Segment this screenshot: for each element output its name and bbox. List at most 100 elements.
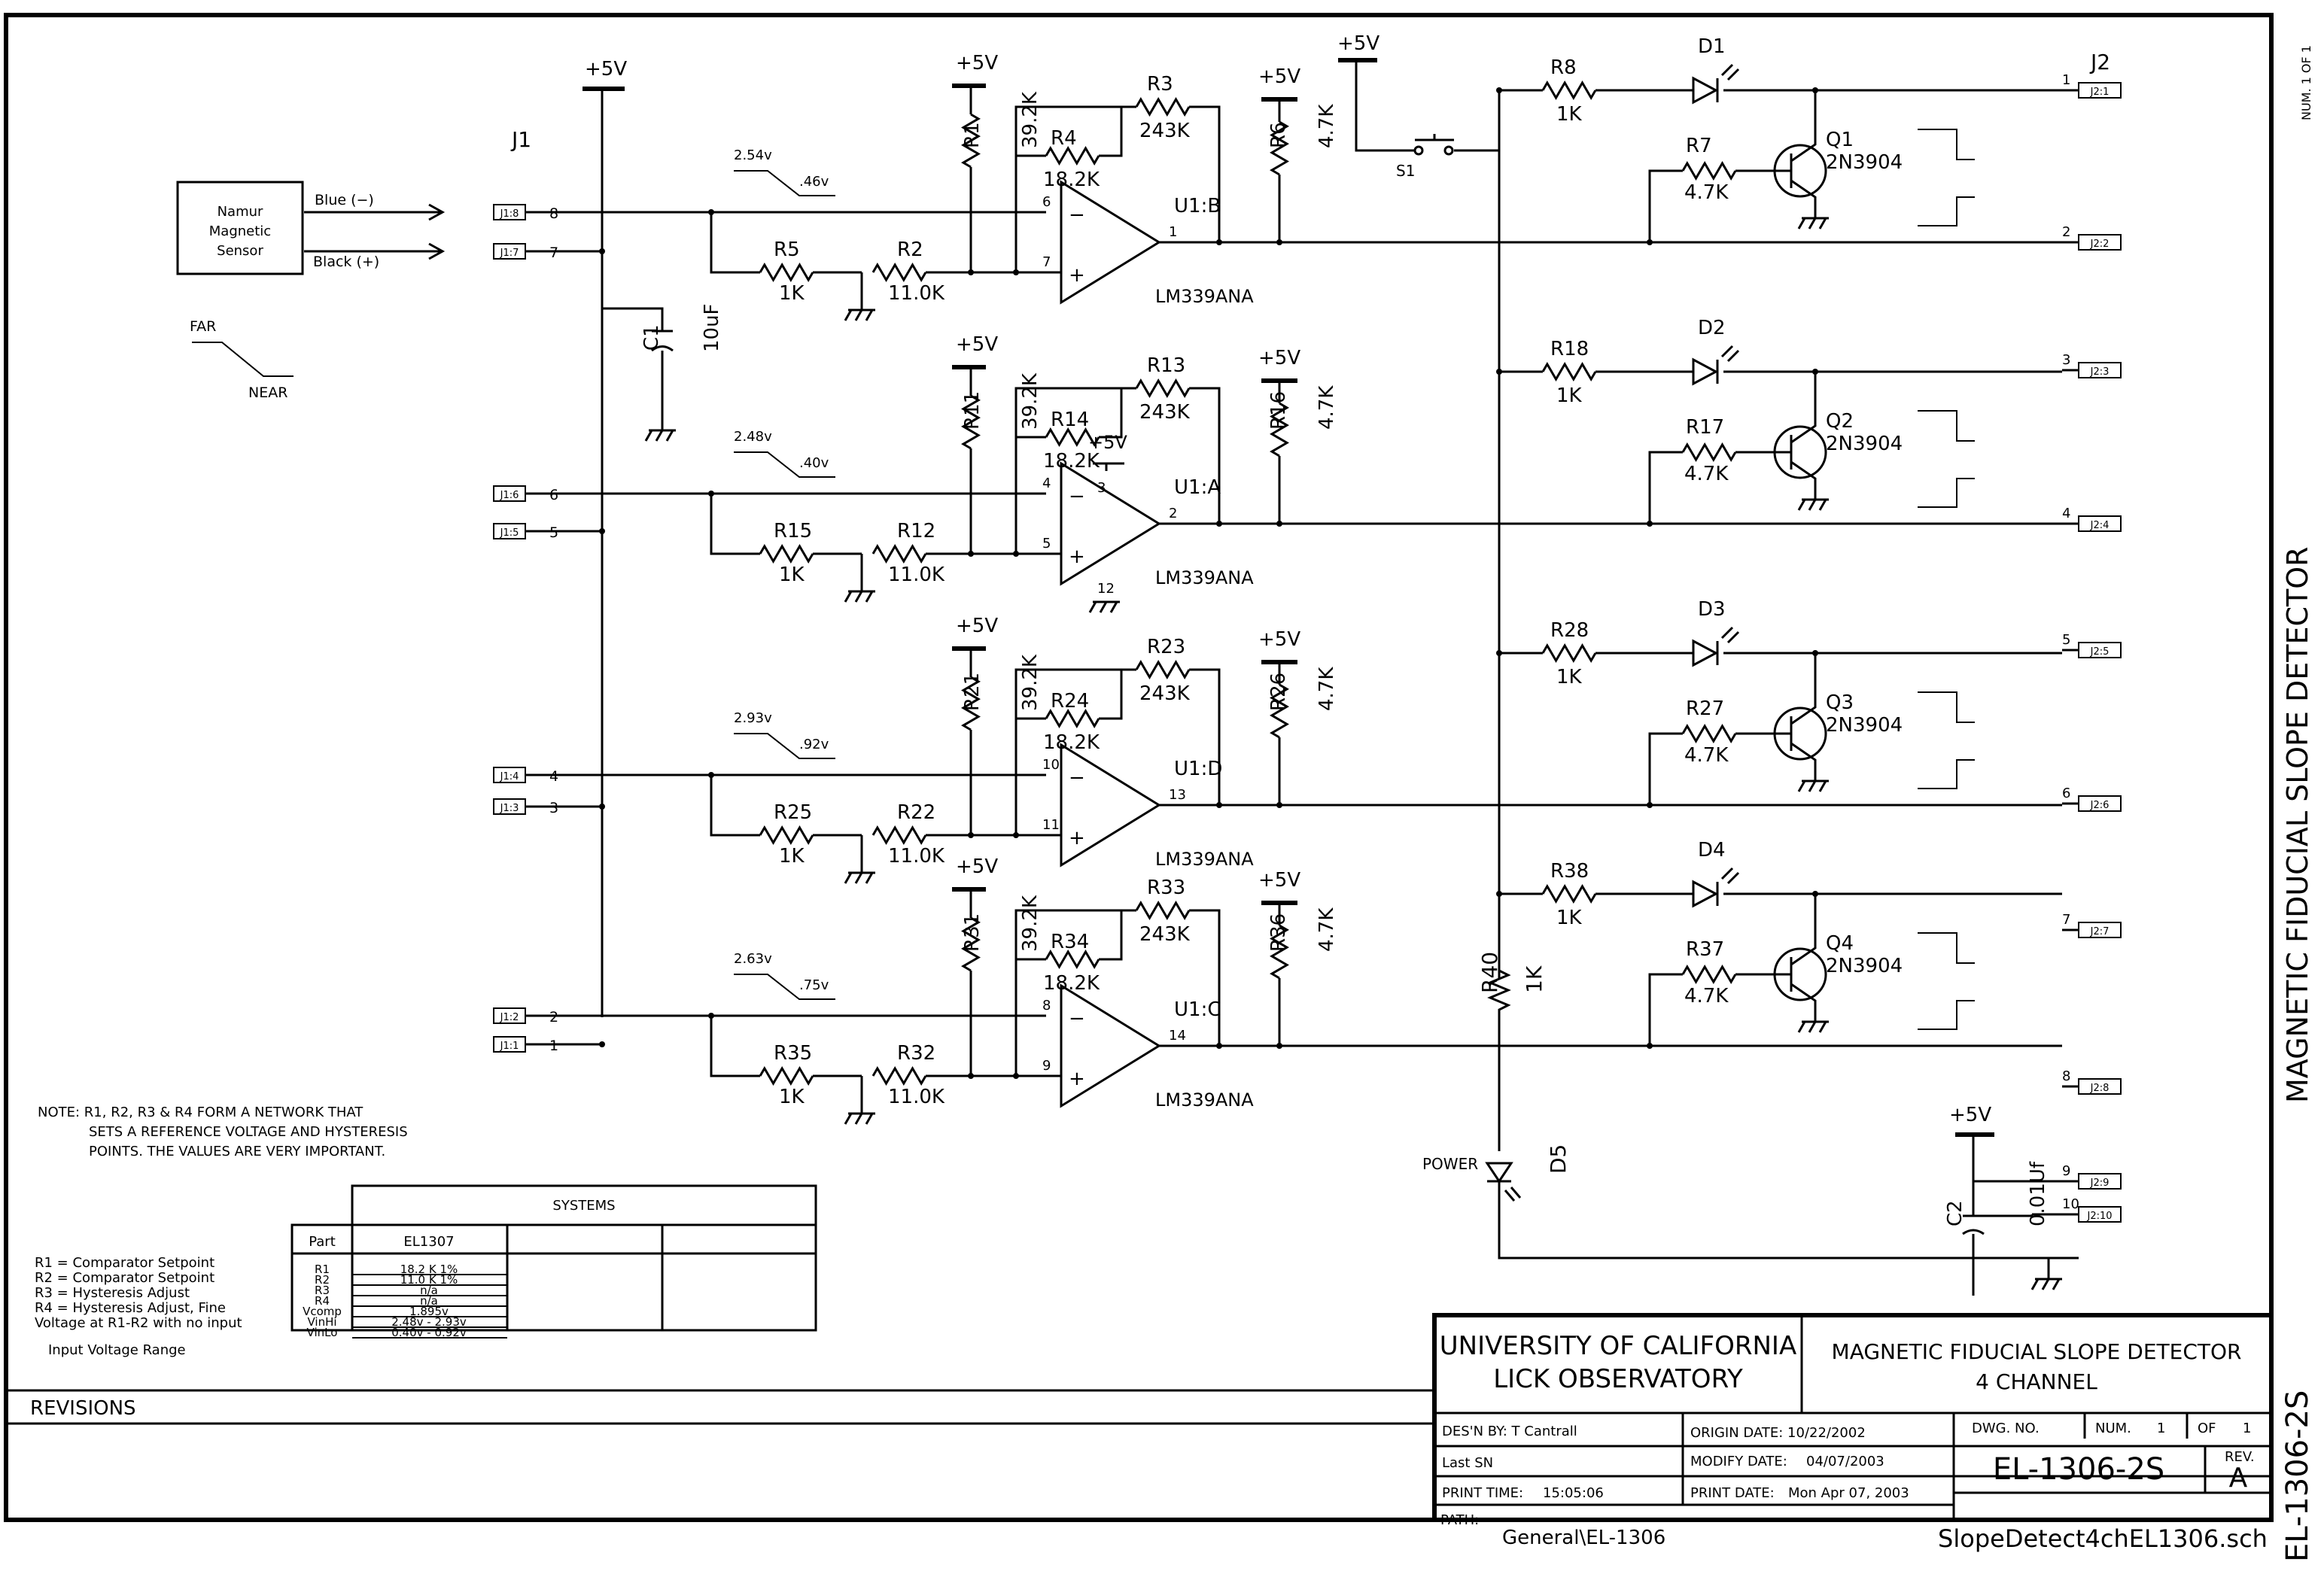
s1-ref: S1 [1396, 162, 1415, 180]
j2-pin-tag-label: J2:9 [2090, 1177, 2110, 1189]
c2-wire [1972, 1135, 2079, 1296]
pin-plus: 9 [1042, 1058, 1051, 1074]
j2-pin-tag [2078, 795, 2122, 812]
r-pull-vcc-label: +5V [1258, 65, 1300, 88]
j2-pin-tag-label: J2:7 [2090, 926, 2110, 937]
print-date: Mon Apr 07, 2003 [1788, 1485, 1909, 1501]
pin-minus: 6 [1042, 194, 1051, 210]
j2-pin-tag [2078, 82, 2122, 99]
j2-pin-column: J2:11J2:22J2:33J2:44J2:55J2:66J2:77J2:88… [2062, 72, 2122, 1223]
r-div-value: 11.0K [888, 1086, 945, 1108]
s1-contact-b [1443, 145, 1454, 156]
sensor-label-2: Magnetic [209, 223, 271, 239]
comparator-symbol [1060, 461, 1161, 586]
minus-sign: − [1069, 1007, 1085, 1030]
r-div-value: 11.0K [888, 564, 945, 586]
print-time: 15:05:06 [1543, 1485, 1604, 1501]
hyst-feedback-wire [1014, 668, 1221, 835]
j1-pin-tag-label: J1:7 [500, 248, 519, 259]
r-led-ref: R38 [1550, 860, 1589, 883]
plus-sign: + [1069, 1068, 1085, 1090]
r-hyst-zigzag [1135, 901, 1191, 920]
pin-out: 1 [1169, 224, 1177, 240]
pin-minus: 10 [1042, 757, 1060, 773]
of-label: OF [2198, 1421, 2216, 1436]
output-waveform [1918, 129, 1975, 160]
side-dwg-number: EL-1306-2S [2280, 1390, 2315, 1562]
legend-line-2: R2 = Comparator Setpoint [35, 1270, 214, 1286]
r-set-zigzag [961, 916, 981, 972]
r-pull-zigzag [1270, 120, 1289, 176]
systems-row-value: 18.2 K 1% [400, 1263, 458, 1276]
r-pull-vcc-label: +5V [1258, 628, 1300, 651]
r-pull-ref: R26 [1267, 673, 1290, 711]
j2-pin-number: 7 [2062, 912, 2070, 928]
r-in-ref: R5 [774, 239, 800, 261]
r-led-value: 1K [1556, 384, 1583, 407]
j2-pin-number: 8 [2062, 1068, 2070, 1084]
systems-row-part: R4 [315, 1294, 330, 1308]
transistor-ref: Q4 [1826, 932, 1854, 955]
dwg-no: EL-1306-2S [1993, 1452, 2164, 1487]
r-led-zigzag [1541, 362, 1597, 381]
r-hyst-ref: R3 [1147, 73, 1173, 96]
fine-feedback-wire [1016, 910, 1123, 961]
c2-ground [2030, 1258, 2062, 1290]
r-base-ref: R17 [1686, 416, 1724, 439]
junction-dot [968, 551, 974, 557]
j1-pin-number: 3 [549, 800, 558, 816]
r-base-ref: R27 [1686, 697, 1724, 720]
base-wire [1648, 973, 1791, 1046]
led-ref: D1 [1698, 35, 1726, 58]
junction-dot [1216, 239, 1222, 245]
legend-line-4: R4 = Hysteresis Adjust, Fine [35, 1300, 226, 1316]
r-in-value: 1K [779, 845, 805, 868]
output-waveform [1918, 759, 1975, 789]
j2-pin-tag-label: J2:8 [2090, 1083, 2110, 1094]
junction-dot [1812, 87, 1818, 93]
s1-actuator [1415, 134, 1454, 141]
r-fine-zigzag [1045, 950, 1100, 969]
j2-pin-number: 4 [2062, 506, 2070, 521]
input-high-voltage: 2.48v [734, 429, 772, 445]
r-fine-zigzag [1045, 427, 1100, 447]
pin-plus: 11 [1042, 817, 1060, 833]
output-waveform [1918, 478, 1975, 508]
j2-pin-number: 3 [2062, 352, 2070, 368]
j2-pin-tag [2078, 515, 2122, 532]
j1-pin-number: 1 [549, 1038, 558, 1054]
r-hyst-ref: R13 [1147, 354, 1185, 377]
transistor-leads [1790, 653, 1817, 781]
j2-pin-number: 10 [2062, 1196, 2079, 1212]
r-pull-value: 4.7K [1316, 667, 1338, 711]
r-base-zigzag [1681, 442, 1737, 462]
transistor-part: 2N3904 [1826, 151, 1903, 174]
j2-pin-tag [2078, 1078, 2122, 1095]
systems-row-part: R3 [315, 1284, 330, 1297]
j2-pin-tag [2078, 234, 2122, 251]
c2-ref: C2 [1944, 1200, 1967, 1226]
r-pull-ref: R36 [1267, 913, 1290, 952]
systems-row-part: R1 [315, 1263, 330, 1276]
u1-gnd-pin: 12 [1097, 581, 1115, 597]
r-set-vcc-label: +5V [956, 333, 998, 356]
r-set-ref: R31 [961, 913, 984, 952]
j2-pin-tag [2078, 1206, 2122, 1223]
j1-pin-number: 6 [549, 487, 558, 503]
sensor-label-3: Sensor [217, 243, 263, 259]
return-wire [1498, 1181, 2079, 1260]
title-line-1: MAGNETIC FIDUCIAL SLOPE DETECTOR [1832, 1339, 2242, 1364]
c1-ground [644, 429, 676, 442]
r-hyst-value: 243K [1139, 682, 1191, 705]
num-label: NUM. [2095, 1421, 2131, 1436]
j1-pin-number: 4 [549, 768, 558, 785]
r-set-value: 39.2K [1019, 895, 1042, 952]
r-base-value: 4.7K [1684, 744, 1729, 767]
plus-input-wire [710, 494, 1061, 555]
j1-label: J1 [510, 127, 531, 152]
designer: DES'N BY: T Cantrall [1442, 1424, 1577, 1439]
r-in-value: 1K [779, 282, 805, 305]
comparator-part: LM339ANA [1155, 849, 1254, 870]
